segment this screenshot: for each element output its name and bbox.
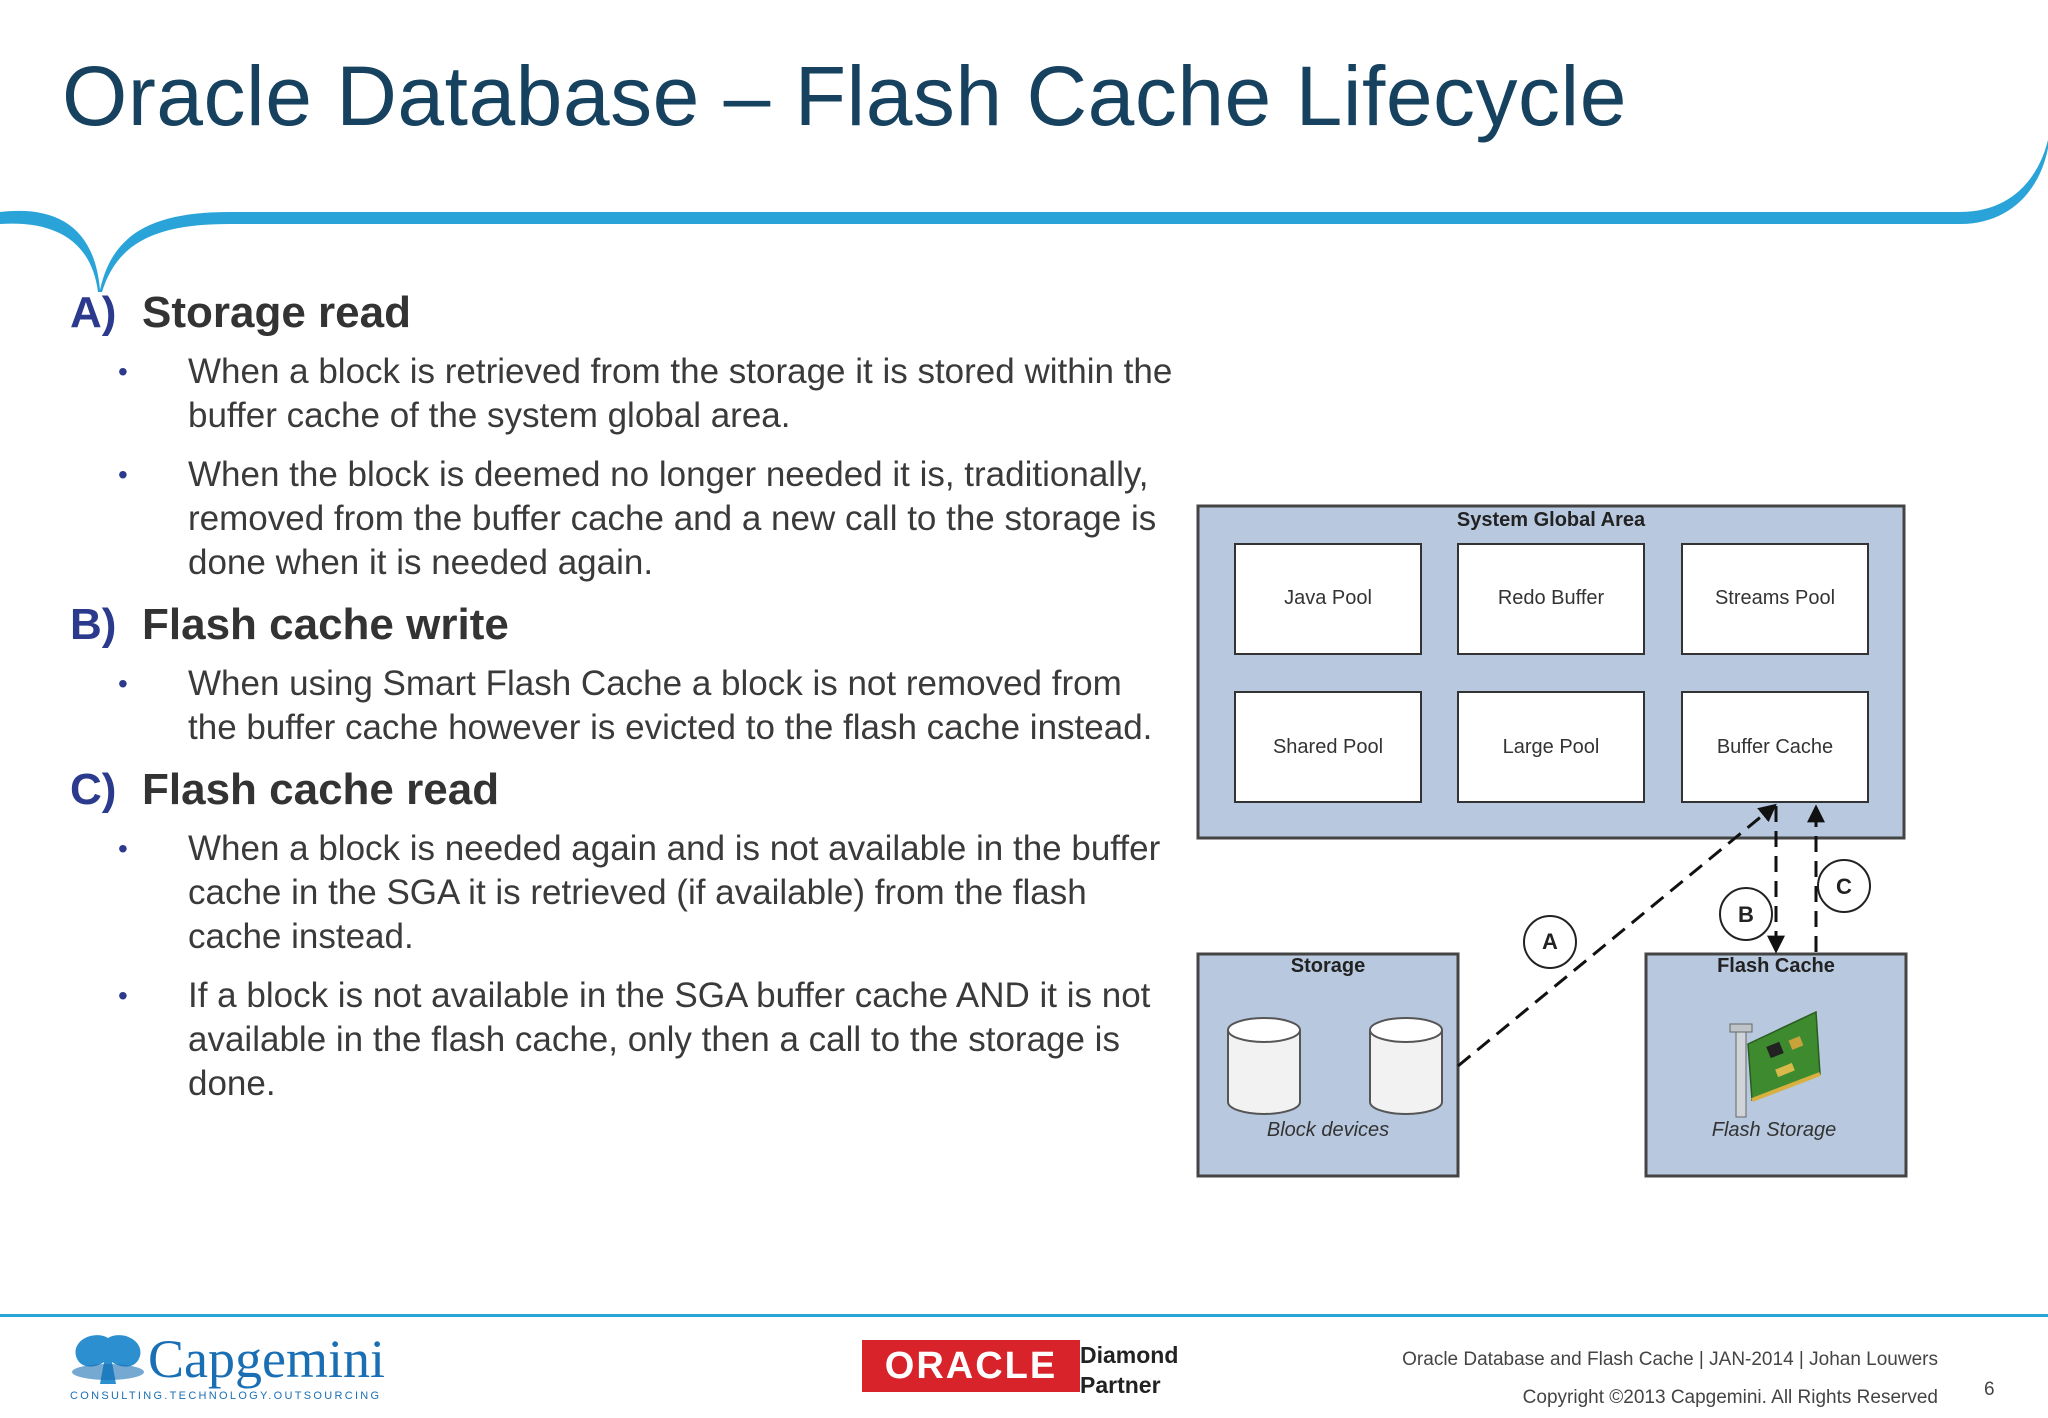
bullet-item: •If a block is not available in the SGA … (70, 974, 1180, 1106)
pool-streams: Streams Pool (1681, 543, 1869, 655)
storage-label: Storage (1291, 955, 1365, 977)
section-letter: B) (70, 600, 117, 649)
marker-b: B (1719, 887, 1773, 941)
partner-label: Diamond Partner (1080, 1342, 1179, 1398)
flash-caption: Flash Storage (1712, 1119, 1837, 1141)
bullet-item: •When the block is deemed no longer need… (70, 453, 1180, 585)
svg-text:A: A (1542, 929, 1558, 954)
svg-text:Java Pool: Java Pool (1284, 587, 1372, 609)
bullet-dot-icon: • (118, 980, 128, 1011)
copyright: Copyright ©2013 Capgemini. All Rights Re… (1522, 1387, 1938, 1408)
bullet-item: •When using Smart Flash Cache a block is… (70, 662, 1180, 750)
disk-icon (1227, 1017, 1301, 1115)
arrow-a (1457, 803, 1777, 1068)
section-b: B) Flash cache write •When using Smart F… (70, 600, 1180, 750)
pool-buffer-cache: Buffer Cache (1681, 691, 1869, 803)
capgemini-spade-icon (72, 1335, 144, 1384)
bullet-item: •When a block is retrieved from the stor… (70, 350, 1180, 438)
footer-info: Oracle Database and Flash Cache | JAN-20… (1402, 1341, 1938, 1417)
section-title: Storage read (142, 288, 411, 337)
flash-cache-diagram: System Global Area Java Pool Redo Buffer… (1196, 504, 1908, 1178)
svg-text:Buffer Cache: Buffer Cache (1717, 736, 1833, 758)
flash-card-icon (1729, 1010, 1821, 1118)
footer-divider (0, 1314, 2048, 1317)
bullet-dot-icon: • (118, 356, 128, 387)
storage-caption: Block devices (1267, 1119, 1389, 1141)
pool-shared: Shared Pool (1234, 691, 1422, 803)
header-swoosh (0, 140, 2048, 292)
pool-java: Java Pool (1234, 543, 1422, 655)
section-c: C) Flash cache read •When a block is nee… (70, 765, 1180, 1106)
page-number: 6 (1984, 1379, 1995, 1400)
section-letter: A) (70, 288, 117, 337)
svg-text:Large Pool: Large Pool (1503, 736, 1600, 758)
svg-text:Redo Buffer: Redo Buffer (1498, 587, 1605, 609)
bullet-dot-icon: • (118, 833, 128, 864)
capgemini-wordmark: Capgemini (148, 1329, 385, 1389)
bullet-item: •When a block is needed again and is not… (70, 827, 1180, 959)
content-body: A) Storage read •When a block is retriev… (70, 288, 1180, 1121)
section-title: Flash cache write (142, 600, 509, 649)
pool-redo: Redo Buffer (1457, 543, 1645, 655)
marker-c: C (1817, 859, 1871, 913)
capgemini-logo: Capgemini CONSULTING.TECHNOLOGY.OUTSOURC… (70, 1329, 385, 1406)
sga-label: System Global Area (1457, 509, 1646, 531)
capgemini-tagline: CONSULTING.TECHNOLOGY.OUTSOURCING (70, 1390, 382, 1402)
section-letter: C) (70, 765, 117, 814)
bullet-dot-icon: • (118, 668, 128, 699)
oracle-logo: ORACLE (862, 1340, 1080, 1392)
slide-title: Oracle Database – Flash Cache Lifecycle (62, 49, 1627, 143)
section-title: Flash cache read (142, 765, 500, 814)
disk-icon (1369, 1017, 1443, 1115)
section-a: A) Storage read •When a block is retriev… (70, 288, 1180, 585)
svg-text:Shared Pool: Shared Pool (1273, 736, 1383, 758)
marker-a: A (1523, 915, 1577, 969)
svg-text:Streams Pool: Streams Pool (1715, 587, 1835, 609)
svg-text:C: C (1836, 874, 1852, 899)
svg-text:B: B (1738, 902, 1754, 927)
bullet-dot-icon: • (118, 459, 128, 490)
doc-info: Oracle Database and Flash Cache | JAN-20… (1402, 1349, 1938, 1370)
pool-large: Large Pool (1457, 691, 1645, 803)
flash-cache-label: Flash Cache (1717, 955, 1835, 977)
